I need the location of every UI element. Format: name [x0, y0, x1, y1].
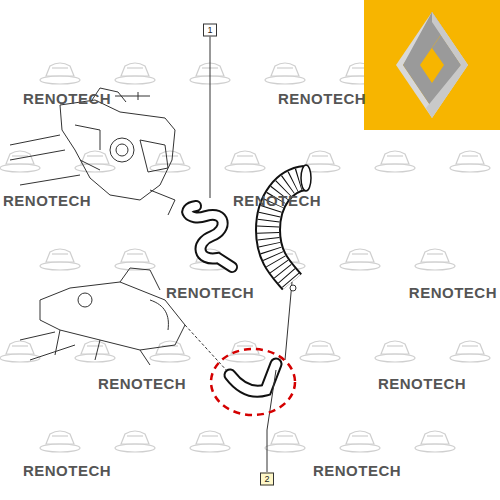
car-icon: [115, 431, 155, 452]
car-icon: [115, 249, 155, 270]
watermark-text: RENOTECH: [98, 375, 186, 392]
car-icon: [225, 341, 265, 362]
callout-number: 1: [207, 25, 213, 36]
watermark-text: RENOTECH: [313, 462, 401, 479]
car-icon: [150, 151, 190, 172]
car-icon: [40, 63, 80, 84]
watermark-text: RENOTECH: [409, 284, 497, 301]
car-icon: [265, 63, 305, 84]
car-icon: [450, 341, 490, 362]
car-icon: [265, 431, 305, 452]
leader-line: [267, 370, 276, 472]
callout-box: 1: [203, 24, 217, 37]
car-icon: [190, 431, 230, 452]
logo-background: [364, 0, 500, 130]
car-icon: [415, 249, 455, 270]
car-icon: [300, 341, 340, 362]
hose-2: [230, 364, 276, 391]
renault-logo: [396, 12, 468, 118]
car-icon: [225, 151, 265, 172]
watermark-text: RENOTECH: [233, 192, 321, 209]
highlight-circle: [211, 349, 295, 415]
car-icon: [0, 151, 40, 172]
watermark-text: RENOTECH: [23, 462, 111, 479]
leader-line: [210, 36, 211, 198]
watermark-text: RENOTECH: [3, 192, 91, 209]
car-icon: [340, 249, 380, 270]
car-icon: [40, 249, 80, 270]
car-icon: [115, 63, 155, 84]
watermark-text: RENOTECH: [23, 90, 111, 107]
car-icon: [340, 431, 380, 452]
car-icon: [150, 341, 190, 362]
car-icon: [40, 431, 80, 452]
hose-1: [187, 206, 232, 267]
callout-box: 2: [260, 473, 274, 486]
car-icon: [375, 151, 415, 172]
car-icon: [415, 431, 455, 452]
watermark-text: RENOTECH: [378, 375, 466, 392]
car-icon: [375, 341, 415, 362]
watermark-text: RENOTECH: [166, 284, 254, 301]
watermark-text: RENOTECH: [278, 90, 366, 107]
callout-number: 2: [264, 474, 270, 485]
car-icon: [450, 151, 490, 172]
